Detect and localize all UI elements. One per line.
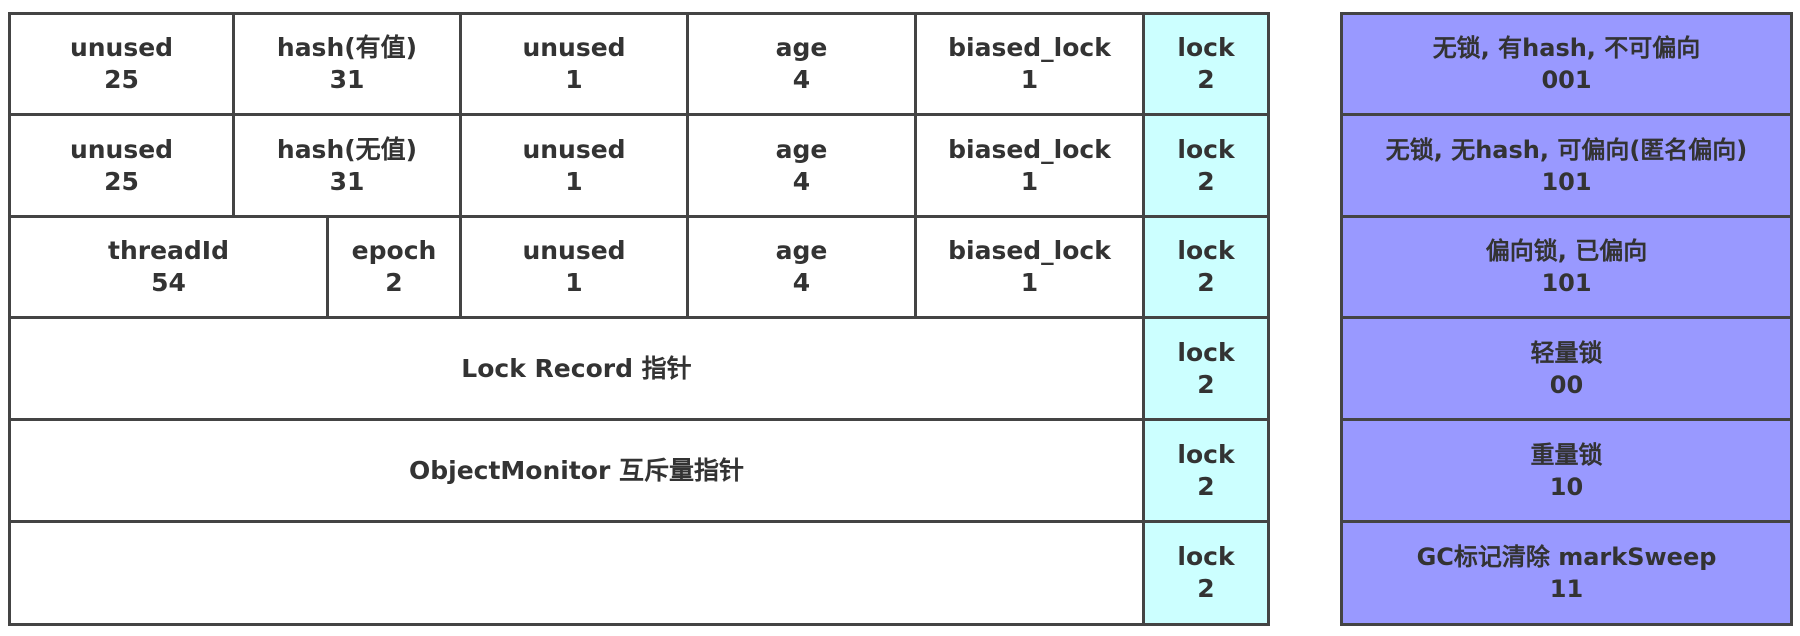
field-bits: 2 <box>1197 268 1215 297</box>
field-name: unused <box>69 33 174 62</box>
field-bits: 2 <box>1197 471 1215 501</box>
row-1-lock-field: lock 2 <box>1142 12 1270 116</box>
field-name: unused <box>522 134 626 164</box>
field-bits: 1 <box>1020 166 1039 196</box>
row-1-unused-field: unused 25 <box>8 12 235 116</box>
row-1-hash-field: hash(有值) 31 <box>232 12 462 116</box>
row-3-age-field: age 4 <box>686 215 917 319</box>
field-name: ObjectMonitor 互斥量指针 <box>408 455 745 485</box>
field-name: epoch <box>351 236 437 265</box>
field-bits: 2 <box>1197 166 1215 196</box>
field-name: lock <box>1177 542 1235 571</box>
field-bits: 4 <box>792 65 811 94</box>
field-name: age <box>775 134 828 164</box>
field-name: unused <box>522 33 626 62</box>
field-name: hash(有值) <box>276 33 418 62</box>
row-3-lock-field: lock 2 <box>1142 215 1270 319</box>
row-1-state-box: 无锁, 有hash, 不可偏向 001 <box>1340 12 1793 116</box>
field-bits: 1 <box>565 65 583 94</box>
state-code: 101 <box>1541 269 1592 297</box>
field-name: threadId <box>108 236 229 265</box>
state-description: 重量锁 <box>1530 440 1603 469</box>
state-code: 11 <box>1549 575 1584 603</box>
field-name: lock <box>1177 236 1235 265</box>
field-name: unused <box>69 134 174 164</box>
row-2-lock-field: lock 2 <box>1142 113 1270 218</box>
field-bits: 1 <box>1020 65 1039 94</box>
field-name: lock <box>1177 337 1235 367</box>
field-name: age <box>775 236 828 265</box>
field-name: biased_lock <box>948 33 1111 62</box>
row-6-lock-field: lock 2 <box>1142 520 1270 626</box>
field-bits: 4 <box>792 268 811 297</box>
state-description: 无锁, 有hash, 不可偏向 <box>1432 34 1701 62</box>
state-description: GC标记清除 markSweep <box>1416 543 1717 571</box>
field-bits: 31 <box>329 166 365 196</box>
state-description: 偏向锁, 已偏向 <box>1485 237 1648 265</box>
state-code: 00 <box>1549 370 1584 399</box>
row-5-state-box: 重量锁 10 <box>1340 418 1793 523</box>
row-3-state-box: 偏向锁, 已偏向 101 <box>1340 215 1793 319</box>
field-bits: 31 <box>329 65 365 94</box>
row-3-unused-bit-field: unused 1 <box>459 215 689 319</box>
row-2-unused-bit-field: unused 1 <box>459 113 689 218</box>
row-3-epoch-field: epoch 2 <box>326 215 462 319</box>
field-bits: 4 <box>792 166 811 196</box>
field-bits: 2 <box>1197 65 1215 94</box>
field-bits: 54 <box>151 268 186 297</box>
row-2-age-field: age 4 <box>686 113 917 218</box>
field-name: lock <box>1177 439 1235 469</box>
row-4-lock-field: lock 2 <box>1142 316 1270 421</box>
row-6-state-box: GC标记清除 markSweep 11 <box>1340 520 1793 626</box>
field-bits: 1 <box>565 268 583 297</box>
field-bits: 1 <box>565 166 583 196</box>
field-bits: 2 <box>385 268 403 297</box>
state-code: 10 <box>1549 472 1584 501</box>
field-bits: 25 <box>104 166 139 196</box>
row-1-age-field: age 4 <box>686 12 917 116</box>
field-name: Lock Record 指针 <box>461 353 692 383</box>
row-4-lock-record-pointer-field: Lock Record 指针 <box>8 316 1145 421</box>
row-2-biased-lock-field: biased_lock 1 <box>914 113 1145 218</box>
field-name: biased_lock <box>948 134 1111 164</box>
field-bits: 2 <box>1197 369 1215 399</box>
row-2-unused-field: unused 25 <box>8 113 235 218</box>
field-bits: 2 <box>1197 574 1215 603</box>
row-2-hash-field: hash(无值) 31 <box>232 113 462 218</box>
row-4-state-box: 轻量锁 00 <box>1340 316 1793 421</box>
field-name: unused <box>522 236 626 265</box>
row-1-unused-bit-field: unused 1 <box>459 12 689 116</box>
row-6-empty-field <box>8 520 1145 626</box>
field-name: age <box>775 33 828 62</box>
row-5-object-monitor-pointer-field: ObjectMonitor 互斥量指针 <box>8 418 1145 523</box>
state-description: 无锁, 无hash, 可偏向(匿名偏向) <box>1385 135 1748 164</box>
field-bits: 25 <box>104 65 139 94</box>
row-5-lock-field: lock 2 <box>1142 418 1270 523</box>
row-1-biased-lock-field: biased_lock 1 <box>914 12 1145 116</box>
field-name: biased_lock <box>948 236 1111 265</box>
state-code: 001 <box>1541 66 1592 94</box>
row-3-biased-lock-field: biased_lock 1 <box>914 215 1145 319</box>
row-3-thread-id-field: threadId 54 <box>8 215 329 319</box>
field-name: lock <box>1177 134 1235 164</box>
state-description: 轻量锁 <box>1530 338 1603 367</box>
field-name: hash(无值) <box>276 134 418 164</box>
state-code: 101 <box>1541 167 1592 196</box>
field-bits: 1 <box>1020 268 1039 297</box>
row-2-state-box: 无锁, 无hash, 可偏向(匿名偏向) 101 <box>1340 113 1793 218</box>
field-name: lock <box>1177 33 1235 62</box>
